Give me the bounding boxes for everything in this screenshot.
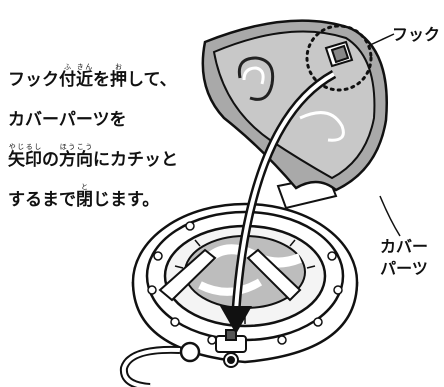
text-wo: を: [93, 70, 110, 90]
cover-leader-line: [379, 195, 401, 237]
furigana-o: お: [110, 63, 127, 71]
text-kachitto: にカチッと: [93, 150, 178, 170]
text-shite: して、: [127, 70, 177, 90]
furigana-yajirushi: やじるし: [8, 143, 42, 151]
text-jimasu: じます。: [93, 190, 160, 210]
sighting-frame: [158, 248, 302, 302]
kanji-fu: 付: [59, 70, 76, 90]
text-no: の: [42, 150, 59, 170]
hook-label: フック: [392, 25, 441, 44]
cover-label-line-1: カバー: [380, 237, 429, 256]
instruction-line-1: フック付ふ近きんを押おして、: [8, 60, 198, 100]
ruby-fu: 付ふ: [59, 63, 76, 90]
furigana-houkou: ほうこう: [59, 143, 93, 151]
ruby-houkou: 方向ほうこう: [59, 143, 93, 170]
instruction-line-4: するまで閉とじます。: [8, 180, 198, 220]
lanyard-ring: [119, 341, 201, 387]
instruction-text: フック付ふ近きんを押おして、 カバーパーツを 矢印やじるしの方向ほうこうにカチッ…: [8, 60, 198, 220]
text-hook-word: フック: [8, 70, 59, 90]
cover-part-label: カバー パーツ: [380, 236, 428, 280]
ruby-to: 閉と: [76, 183, 93, 210]
kanji-kin: 近: [76, 70, 93, 90]
ruby-yajirushi: 矢印やじるし: [8, 143, 42, 170]
bottom-latch: [215, 329, 247, 368]
text-surumade: するまで: [8, 190, 76, 210]
kanji-o: 押: [110, 70, 127, 90]
kanji-yajirushi: 矢印: [8, 150, 42, 170]
hook: [324, 40, 354, 68]
ruby-o: 押お: [110, 63, 127, 90]
kanji-to: 閉: [76, 190, 93, 210]
furigana-kin: きん: [76, 63, 93, 71]
cover-label-line-2: パーツ: [380, 259, 428, 278]
ruby-kin: 近きん: [76, 63, 93, 90]
close-direction-arrow: [220, 70, 337, 334]
furigana-fu: ふ: [59, 63, 76, 71]
instruction-line-3: 矢印やじるしの方向ほうこうにカチッと: [8, 140, 198, 180]
hook-leader-line: [367, 33, 395, 47]
kanji-houkou: 方向: [59, 150, 93, 170]
hook-highlight-circle: [305, 24, 373, 92]
instruction-line-2: カバーパーツを: [8, 110, 127, 130]
furigana-to: と: [76, 183, 93, 191]
